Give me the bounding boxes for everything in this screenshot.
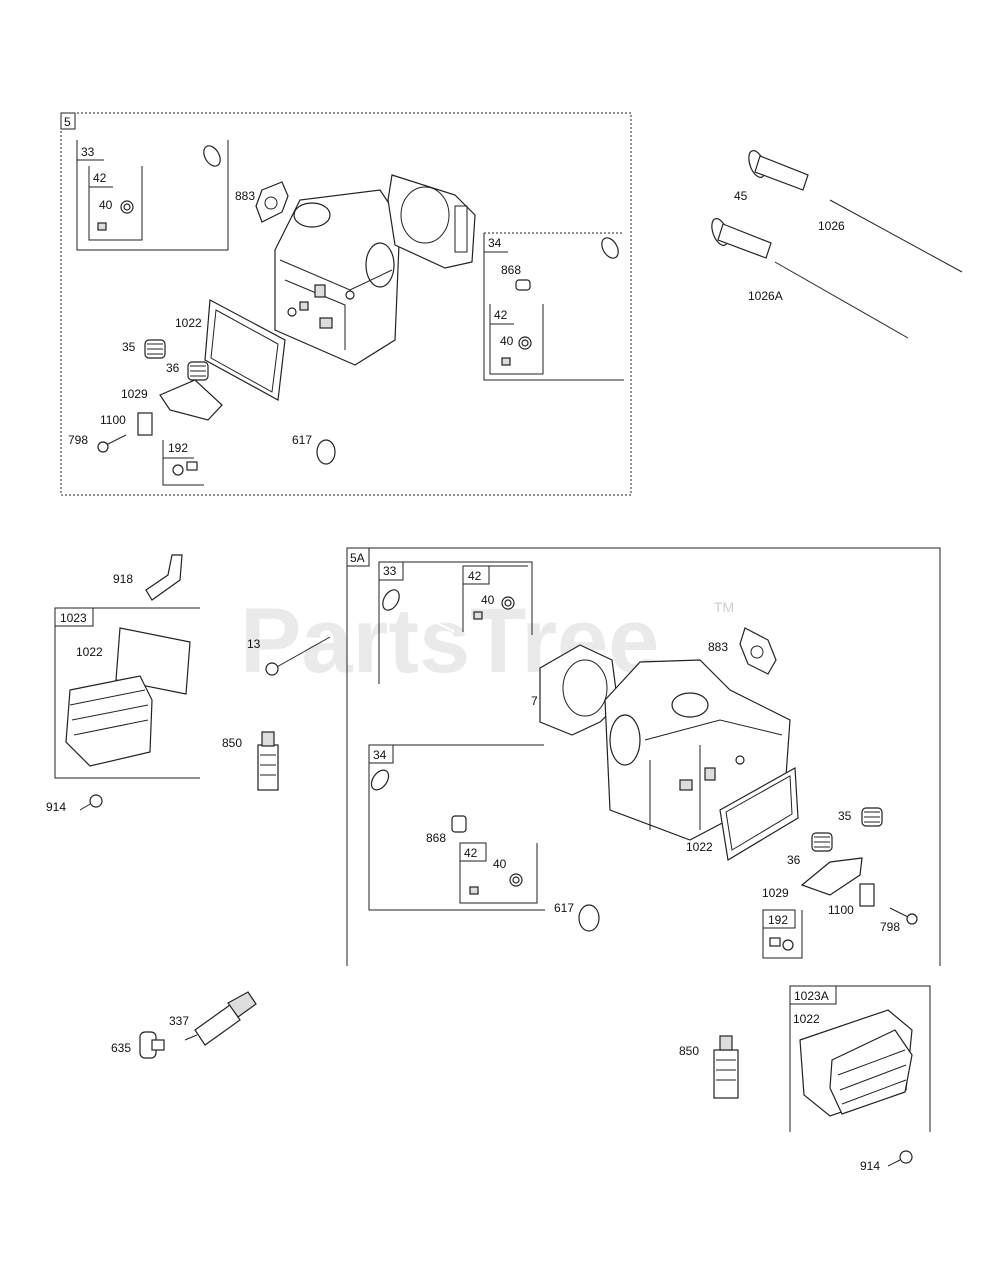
bolt-part[interactable]	[265, 636, 331, 676]
part-36-label-2: 36	[787, 853, 801, 867]
part-1022-label-3: 1022	[686, 840, 713, 854]
kit-33-top[interactable]: 33 42 40	[76, 140, 229, 251]
screw-part[interactable]	[79, 794, 103, 811]
valve-seal-part-2[interactable]	[451, 815, 467, 833]
kit-42-label-3: 42	[468, 569, 482, 583]
cylinder-head-part[interactable]	[274, 189, 401, 366]
part-40-label-4: 40	[493, 857, 507, 871]
rocker-arm-part-2[interactable]	[800, 857, 863, 896]
nut-part-2[interactable]	[782, 939, 794, 951]
kit-33-label-2: 33	[383, 564, 397, 578]
spark-plug-boot-part[interactable]	[139, 1031, 165, 1059]
part-617-label: 617	[292, 433, 312, 447]
kit-33-label: 33	[81, 145, 95, 159]
kit-42-label-4: 42	[464, 846, 478, 860]
part-918-label: 918	[113, 572, 133, 586]
rocker-cover-gasket-part[interactable]	[204, 299, 286, 401]
group-5A-assembly[interactable]: 5A 33 42 40 883 7	[346, 547, 941, 966]
part-617-label-2: 617	[554, 901, 574, 915]
head-gasket-part[interactable]	[387, 174, 476, 269]
part-1100-label: 1100	[100, 413, 126, 427]
intake-valve-part-2[interactable]	[368, 767, 441, 821]
part-40-label-2: 40	[500, 334, 514, 348]
rocker-stud-part[interactable]	[97, 434, 127, 453]
screw-part-2[interactable]	[887, 1150, 913, 1167]
part-1026A-label: 1026A	[748, 289, 783, 303]
part-40-label-3: 40	[481, 593, 495, 607]
spark-plug-part[interactable]	[184, 991, 257, 1046]
intake-valve-part[interactable]	[547, 235, 622, 286]
exhaust-gasket-part-2[interactable]	[739, 627, 777, 675]
retainer-part[interactable]	[97, 222, 107, 231]
part-35-label: 35	[122, 340, 136, 354]
o-ring-part[interactable]	[316, 439, 336, 465]
kit-34-label-2: 34	[373, 748, 387, 762]
part-850-label-2: 850	[679, 1044, 699, 1058]
part-7-label: 7	[531, 694, 538, 708]
push-rod-tube-part[interactable]	[709, 148, 809, 259]
sealant-tube-part-2[interactable]	[713, 1035, 739, 1099]
watermark-trademark: TM	[714, 599, 734, 615]
valve-seal-part[interactable]	[515, 279, 531, 291]
nut-part[interactable]	[172, 464, 184, 476]
kit-1023A-valve-cover[interactable]: 1023A 1022	[789, 985, 931, 1132]
part-883-label-2: 883	[708, 640, 728, 654]
rocker-stud-part-2[interactable]	[889, 907, 918, 925]
part-13-label: 13	[247, 637, 261, 651]
cylinder-head-part-2[interactable]	[604, 659, 791, 841]
o-ring-part-2[interactable]	[578, 904, 600, 932]
push-rod-guide-part-2[interactable]	[859, 883, 875, 907]
group-5-assembly[interactable]: 5 33 42 40 883	[60, 112, 632, 496]
part-914-label-2: 914	[860, 1159, 880, 1173]
kit-34-top[interactable]: 34 868 42 40	[483, 232, 624, 381]
part-1029-label-2: 1029	[762, 886, 789, 900]
part-36-label: 36	[166, 361, 180, 375]
kit-34-lower[interactable]: 34 868 42 40	[368, 744, 545, 911]
kit-1023-label: 1023	[60, 611, 87, 625]
group-5-label: 5	[64, 115, 71, 129]
part-1022-label-4: 1022	[793, 1012, 820, 1026]
part-337-label: 337	[169, 1014, 189, 1028]
kit-33-lower[interactable]: 33 42 40	[378, 561, 533, 684]
exhaust-valve-part-2[interactable]	[379, 587, 456, 633]
part-1022-label-2: 1022	[76, 645, 103, 659]
kit-42-label-2: 42	[494, 308, 508, 322]
kit-1023-valve-cover[interactable]: 1023 1022	[54, 607, 200, 779]
valve-cover-part[interactable]	[65, 675, 153, 767]
rocker-arm-part[interactable]	[159, 379, 223, 421]
exhaust-gasket-part[interactable]	[255, 181, 289, 223]
part-868-label: 868	[501, 263, 521, 277]
part-45-label: 45	[734, 189, 748, 203]
part-798-label-2: 798	[880, 920, 900, 934]
part-1026-label: 1026	[818, 219, 845, 233]
sealant-tube-part[interactable]	[257, 731, 279, 791]
kit-34-label: 34	[488, 236, 502, 250]
part-35-label-2: 35	[838, 809, 852, 823]
part-883-label: 883	[235, 189, 255, 203]
exhaust-valve-part[interactable]	[149, 143, 224, 194]
part-1100-label-2: 1100	[828, 903, 854, 917]
kit-1023A-label: 1023A	[794, 989, 829, 1003]
breather-tube-part[interactable]	[145, 554, 183, 601]
group-5A-label: 5A	[350, 551, 365, 565]
rocker-cover-gasket-part-2[interactable]	[719, 767, 799, 861]
kit-192-label: 192	[168, 441, 188, 455]
part-798-label: 798	[68, 433, 88, 447]
push-rod-set[interactable]: 45 1026 1026A	[709, 148, 963, 339]
part-1029-label: 1029	[121, 387, 148, 401]
push-rod-guide-part[interactable]	[137, 412, 153, 436]
part-914-label: 914	[46, 800, 66, 814]
part-635-label: 635	[111, 1041, 131, 1055]
part-1022-label: 1022	[175, 316, 202, 330]
kit-192-label-2: 192	[768, 913, 788, 927]
part-868-label-2: 868	[426, 831, 446, 845]
part-40-label: 40	[99, 198, 113, 212]
kit-42-label: 42	[93, 171, 107, 185]
valve-cover-part-2[interactable]	[829, 1029, 913, 1115]
part-850-label: 850	[222, 736, 242, 750]
